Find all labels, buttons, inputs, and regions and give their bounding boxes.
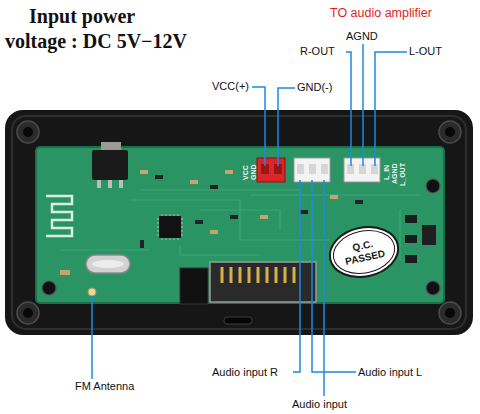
audio-jack [180, 268, 208, 304]
pcb [36, 147, 444, 303]
mounting-hole [17, 121, 461, 324]
pin-label: Audio input [292, 398, 347, 411]
silkscreen-text: L_IN [383, 165, 391, 180]
pin-label: Audio input R [212, 366, 278, 379]
voltage-regulator [92, 142, 128, 188]
pin-label: GND(-) [297, 81, 332, 94]
power-heading: Input power voltage : DC 5V−12V [5, 4, 191, 54]
pin-label: AGND [346, 30, 378, 43]
input-connector [294, 158, 330, 182]
leader-line [92, 44, 407, 396]
front-slot [224, 317, 252, 324]
section-heading: TO audio amplifier [330, 6, 432, 21]
silkscreen-text: AGND [391, 163, 399, 184]
pin-label: R-OUT [300, 45, 335, 58]
silkscreen-text: VCC [242, 165, 250, 180]
decoder-chip [157, 214, 183, 240]
pin-label: Audio input L [358, 366, 422, 379]
housing [5, 110, 473, 335]
pin-label: VCC(+) [212, 80, 249, 93]
pin-label: FM Antenna [75, 380, 134, 393]
smd-parts [60, 170, 436, 275]
pin-label: L-OUT [409, 45, 442, 58]
antenna-pad [88, 288, 96, 296]
pcb-antenna [46, 196, 72, 236]
silkscreen-text: L_OUT [399, 163, 407, 186]
silkscreen-text: GND [250, 164, 258, 180]
crystal [86, 255, 130, 273]
power-connector [257, 158, 285, 182]
